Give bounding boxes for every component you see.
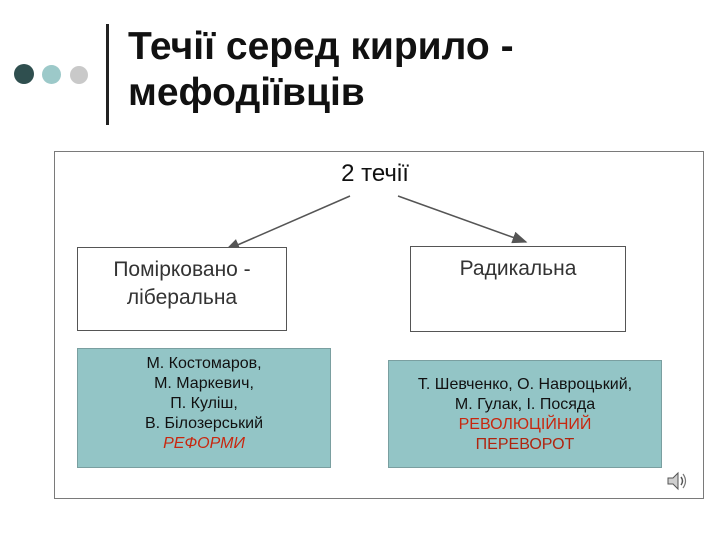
left-member: М. Маркевич, — [154, 375, 254, 392]
slide-title: Течії серед кирило - мефодіївців — [128, 24, 688, 116]
arrow-to-left — [224, 195, 351, 251]
right-member: Т. Шевченко, О. Навроцький, — [417, 376, 633, 393]
right-outcome-line2: ПЕРЕВОРОТ — [475, 436, 575, 453]
right-current-box: Радикальна — [410, 246, 626, 332]
slide-title-line1: Течії серед кирило - — [128, 25, 514, 68]
left-member: П. Куліш, — [170, 395, 238, 412]
title-divider — [106, 24, 109, 125]
decor-dot-mid — [42, 65, 61, 84]
diagram-heading: 2 течії — [341, 160, 409, 187]
decor-dot-light — [70, 66, 88, 84]
left-outcome: РЕФОРМИ — [163, 435, 245, 452]
right-outcome-line1: РЕВОЛЮЦІЙНИЙ — [458, 416, 592, 433]
right-current-label: Радикальна — [459, 257, 577, 280]
left-members-box: М. Костомаров, М. Маркевич, П. Куліш, В.… — [77, 348, 331, 468]
arrow-to-right — [397, 195, 528, 244]
left-current-label-line2: ліберальна — [126, 286, 238, 309]
left-current-box: Помірковано - ліберальна — [77, 247, 287, 331]
left-member: В. Білозерський — [144, 415, 263, 432]
right-member: М. Гулак, І. Посяда — [454, 396, 596, 413]
decor-dot-dark — [14, 64, 34, 84]
right-members-box: Т. Шевченко, О. Навроцький, М. Гулак, І.… — [388, 360, 662, 468]
speaker-icon[interactable] — [665, 469, 689, 493]
slide-title-line2: мефодіївців — [128, 71, 365, 114]
left-member: М. Костомаров, — [146, 355, 262, 372]
left-current-label-line1: Помірковано - — [113, 258, 251, 281]
